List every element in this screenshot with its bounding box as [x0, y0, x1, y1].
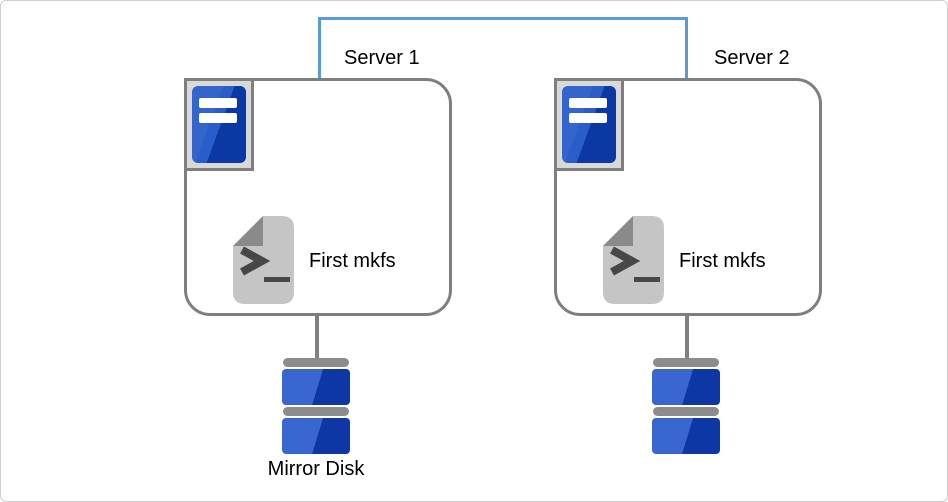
- server2-disk-connector: [685, 315, 689, 360]
- disk-platter-cap-icon: [283, 407, 349, 416]
- disk-platter-icon: [282, 369, 350, 405]
- server1-disk-label: Mirror Disk: [267, 458, 365, 480]
- server-tower-slot-icon: [199, 98, 237, 108]
- server1-label: Server 1: [344, 47, 420, 69]
- server2-command-label: First mkfs: [679, 250, 766, 272]
- disk-platter-icon: [282, 418, 350, 454]
- server-tower-slot-icon: [569, 113, 607, 123]
- server2-group: Server 2 First mkfs: [554, 1, 824, 501]
- disk-stack-icon: [652, 358, 720, 454]
- terminal-script-icon: [233, 216, 294, 304]
- server1-group: Server 1 First mkfs Mirror Disk: [184, 1, 454, 501]
- server-tower-slot-icon: [199, 113, 237, 123]
- disk-platter-cap-icon: [653, 407, 719, 416]
- interconnect-link-server2: [685, 17, 688, 81]
- server1-command-label: First mkfs: [309, 250, 396, 272]
- disk-platter-cap-icon: [653, 358, 719, 367]
- server1-disk-connector: [315, 315, 319, 360]
- interconnect-link-horizontal: [318, 17, 688, 20]
- terminal-script-icon: [603, 216, 664, 304]
- disk-stack-icon: [282, 358, 350, 454]
- disk-platter-icon: [652, 418, 720, 454]
- server2-label: Server 2: [714, 47, 790, 69]
- disk-platter-icon: [652, 369, 720, 405]
- server-tower-slot-icon: [569, 98, 607, 108]
- disk-platter-cap-icon: [283, 358, 349, 367]
- interconnect-link-server1: [318, 17, 321, 81]
